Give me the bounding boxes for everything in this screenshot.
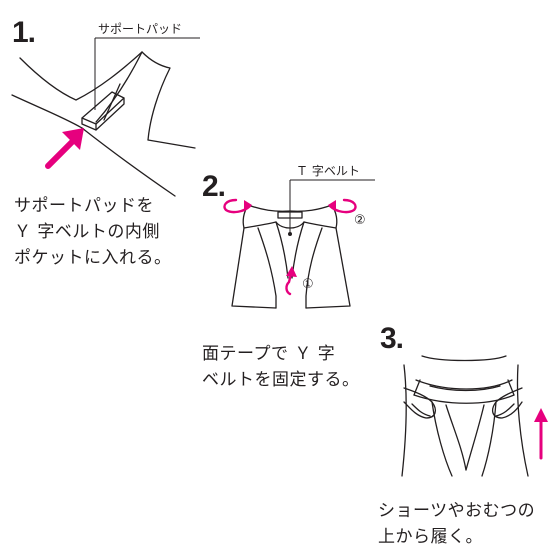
step2-caption-line1: 面テープで Ｙ 字 bbox=[202, 344, 336, 364]
t-belt-label: Ｔ 字ベルト bbox=[296, 164, 360, 178]
step1-caption-line3: ポケットに入れる。 bbox=[14, 248, 172, 268]
step3-number: 3. bbox=[380, 322, 404, 355]
step2-right-arrow bbox=[328, 198, 357, 214]
step2-leader-dot bbox=[288, 232, 292, 236]
step2-mark-1: ① bbox=[302, 277, 314, 292]
step2-left-arrowhead bbox=[244, 200, 252, 211]
support-pad-label: サポートパッド bbox=[98, 22, 183, 36]
step2-caption: 面テープで Ｙ 字 ベルトを固定する。 bbox=[202, 341, 360, 393]
step1-caption-line2: Ｙ 字ベルトの内側 bbox=[14, 222, 160, 242]
step1-caption: サポートパッドを Ｙ 字ベルトの内側 ポケットに入れる。 bbox=[14, 193, 172, 271]
step3-up-arrow bbox=[534, 408, 548, 460]
step2-up-arrow bbox=[285, 272, 293, 296]
step1-number: 1. bbox=[12, 16, 36, 49]
step2-leader-line bbox=[289, 179, 375, 234]
step2-left-arrow bbox=[223, 198, 252, 214]
step2-right-arrowhead bbox=[328, 200, 336, 211]
step3-caption-line1: ショーツやおむつの bbox=[378, 501, 536, 521]
step3-illustration bbox=[401, 355, 529, 477]
step2-number: 2. bbox=[202, 170, 226, 203]
step1-illustration bbox=[11, 51, 196, 197]
step2-illustration bbox=[231, 204, 351, 309]
step3-caption-line2: 上から履く。 bbox=[378, 527, 483, 547]
step2-mark-2: ② bbox=[354, 213, 366, 228]
step1-insert-arrow bbox=[45, 128, 84, 169]
step2-up-arrowhead bbox=[286, 266, 297, 277]
step1-leader-line bbox=[94, 37, 200, 110]
step2-caption-line2: ベルトを固定する。 bbox=[202, 370, 360, 390]
step3-caption: ショーツやおむつの 上から履く。 bbox=[378, 498, 535, 550]
step1-caption-line1: サポートパッドを bbox=[14, 196, 154, 216]
